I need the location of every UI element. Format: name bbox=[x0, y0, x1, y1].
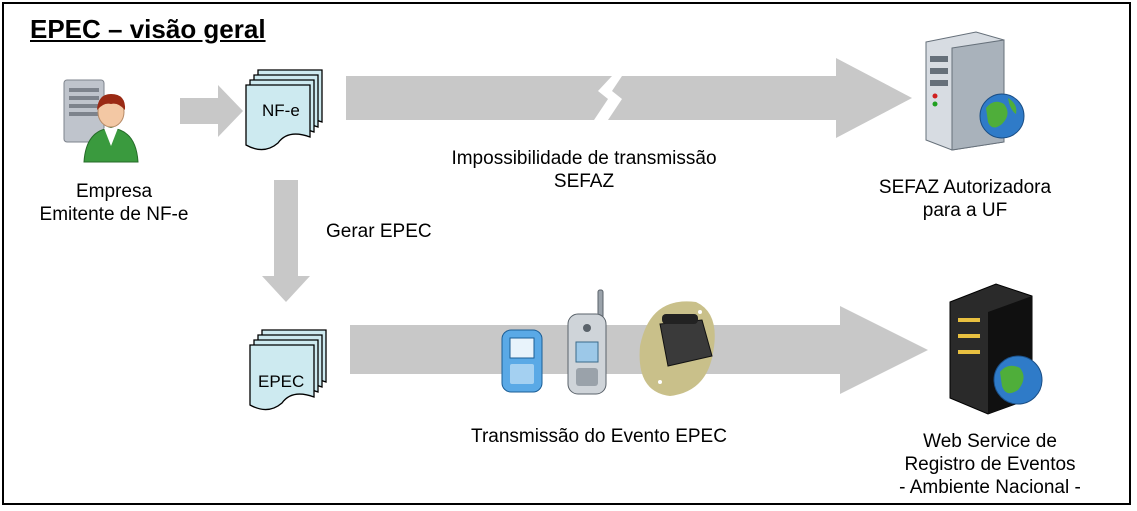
nfe-document-icon bbox=[245, 69, 323, 151]
arrow-empresa-to-nfe bbox=[180, 85, 243, 137]
gerar-epec-label: Gerar EPEC bbox=[326, 221, 432, 242]
empresa-label: Empresa Emitente de NF-e bbox=[14, 180, 214, 226]
webservice-label: Web Service de Registro de Eventos - Amb… bbox=[878, 430, 1102, 499]
impossibilidade-label: Impossibilidade de transmissão SEFAZ bbox=[414, 147, 754, 193]
impossibilidade-label-line1: Impossibilidade de transmissão bbox=[451, 148, 717, 169]
diagram-title: EPEC – visão geral bbox=[30, 14, 266, 44]
webservice-label-line2: Registro de Eventos bbox=[904, 454, 1076, 475]
webservice-label-line1: Web Service de bbox=[923, 431, 1057, 452]
sefaz-label-line2: para a UF bbox=[922, 200, 1008, 221]
epec-document-icon bbox=[249, 329, 327, 411]
empresa-label-line1: Empresa bbox=[75, 181, 153, 202]
webservice-label-line3: - Ambiente Nacional - bbox=[899, 477, 1081, 498]
empresa-label-line2: Emitente de NF-e bbox=[39, 204, 189, 225]
impossibilidade-label-line2: SEFAZ bbox=[553, 171, 615, 192]
arrow-nfe-to-sefaz-broken bbox=[346, 58, 912, 138]
epec-document-label: EPEC bbox=[258, 372, 305, 391]
cellphone-icon bbox=[567, 289, 607, 395]
server-globe-icon bbox=[925, 31, 1025, 151]
diagram-frame bbox=[2, 2, 1131, 505]
blackberry-icon bbox=[501, 329, 543, 393]
sefaz-label-line1: SEFAZ Autorizadora bbox=[878, 177, 1052, 198]
arrow-epec-to-webservice bbox=[350, 306, 928, 394]
nfe-document-label: NF-e bbox=[262, 101, 300, 120]
rack-server-globe-icon bbox=[949, 283, 1043, 415]
user-server-icon bbox=[63, 79, 139, 163]
arrow-gerar-epec-down bbox=[262, 180, 310, 302]
sefaz-label: SEFAZ Autorizadora para a UF bbox=[860, 176, 1070, 222]
desk-phone-icon bbox=[639, 301, 715, 396]
transmissao-label: Transmissão do Evento EPEC bbox=[471, 426, 727, 447]
